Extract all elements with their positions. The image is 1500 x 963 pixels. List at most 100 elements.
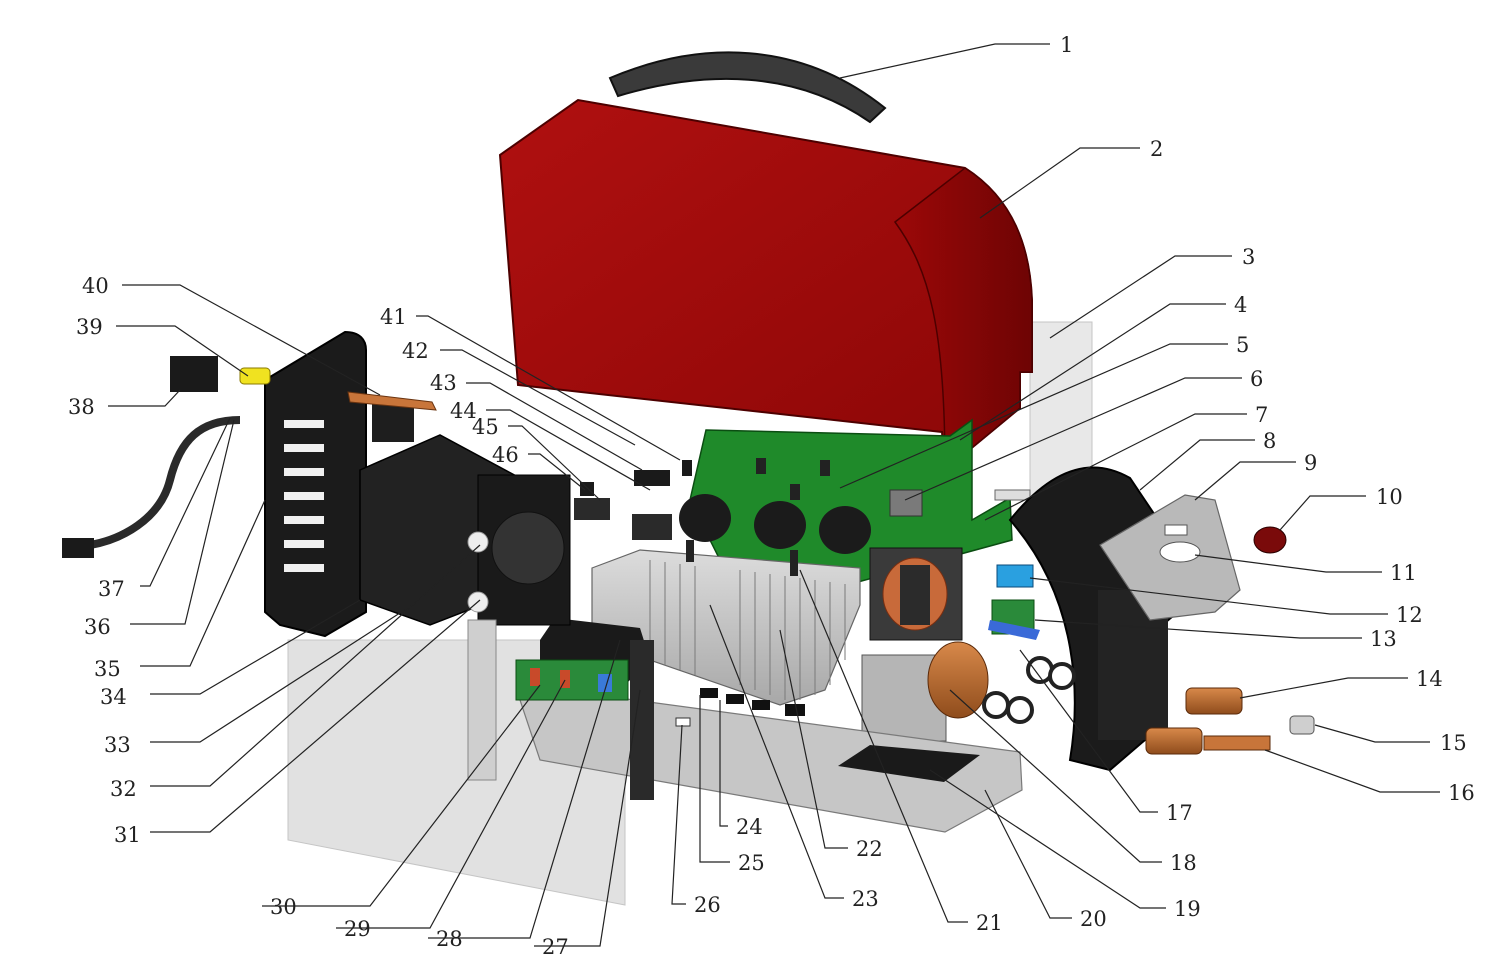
callout-label-32: 32 (110, 777, 137, 801)
capacitor (679, 494, 731, 542)
callout-label-8: 8 (1263, 429, 1276, 453)
callout-label-35: 35 (94, 657, 121, 681)
leader-line-21 (799, 569, 968, 923)
leader-line-45 (508, 425, 601, 501)
callout-label-38: 38 (68, 395, 95, 419)
leader-line-28 (428, 639, 621, 939)
callout-label-25: 25 (738, 851, 765, 875)
leader-line-30 (262, 684, 541, 907)
leader-line-24 (719, 700, 728, 827)
leader-line-19 (929, 769, 1166, 909)
leader-line-15 (1314, 724, 1430, 743)
callout-label-20: 20 (1080, 907, 1107, 931)
leader-line-31 (150, 599, 481, 833)
leader-line-18 (949, 689, 1162, 863)
leader-line-7 (984, 413, 1247, 521)
callout-label-18: 18 (1170, 851, 1197, 875)
callout-label-17: 17 (1166, 801, 1193, 825)
leader-line-35 (140, 499, 266, 667)
terminal-pin (1203, 735, 1271, 751)
mounting-post (686, 540, 694, 562)
capacitor (819, 506, 871, 554)
small-pad (726, 694, 744, 704)
capacitor (754, 501, 806, 549)
callout-label-44: 44 (450, 399, 477, 423)
pcb-connector (994, 489, 1031, 501)
leader-line-13 (1034, 619, 1362, 639)
callout-label-39: 39 (76, 315, 103, 339)
washer (1048, 662, 1076, 690)
callout-label-42: 42 (402, 339, 429, 363)
small-pad (785, 704, 805, 716)
leader-line-43 (466, 382, 643, 471)
small-part (634, 470, 670, 486)
callout-label-22: 22 (856, 837, 883, 861)
callout-label-4: 4 (1234, 293, 1247, 317)
leader-line-23 (709, 604, 844, 899)
leader-line-32 (150, 544, 481, 787)
callout-label-19: 19 (1174, 897, 1201, 921)
leader-line-37 (140, 417, 231, 587)
small-part (632, 514, 672, 540)
leader-line-22 (779, 629, 848, 849)
switch-wires (347, 391, 437, 411)
callout-label-46: 46 (492, 443, 519, 467)
leader-line-3 (1049, 255, 1232, 339)
callout-label-7: 7 (1255, 403, 1268, 427)
callout-label-43: 43 (430, 371, 457, 395)
callout-label-27: 27 (542, 935, 569, 959)
washer (982, 691, 1010, 719)
callout-label-40: 40 (82, 274, 109, 298)
callout-label-3: 3 (1242, 245, 1255, 269)
callout-label-1: 1 (1060, 33, 1073, 57)
leader-line-39 (116, 325, 249, 377)
callout-label-16: 16 (1448, 781, 1475, 805)
washer (1006, 696, 1034, 724)
small-pad (675, 717, 691, 727)
fuse-holder (239, 367, 271, 385)
small-part (682, 460, 692, 476)
leader-line-16 (1264, 749, 1440, 793)
leader-line-9 (1194, 461, 1296, 501)
control-module (996, 564, 1034, 588)
leader-line-41 (416, 315, 681, 461)
callout-label-29: 29 (344, 917, 371, 941)
callout-label-15: 15 (1440, 731, 1467, 755)
mounting-post (790, 550, 798, 576)
callout-label-34: 34 (100, 685, 127, 709)
leader-line-42 (440, 349, 636, 446)
output-terminal (1185, 687, 1243, 715)
leader-line-40 (122, 284, 381, 396)
transformer-core (900, 565, 930, 625)
callout-labels: 1234567891011121314151617181920212223242… (68, 33, 1475, 959)
callout-label-28: 28 (436, 927, 463, 951)
pcb-terminal (790, 484, 800, 500)
heatsink-fins (649, 560, 846, 700)
callout-label-14: 14 (1416, 667, 1443, 691)
callout-label-9: 9 (1304, 451, 1317, 475)
callout-label-2: 2 (1150, 137, 1163, 161)
coil-component (988, 620, 1040, 640)
leader-line-17 (1019, 649, 1158, 813)
output-terminal (1145, 727, 1203, 755)
gas-connector (1289, 715, 1315, 735)
small-pad (752, 700, 770, 710)
leader-line-2 (979, 147, 1140, 219)
leader-line-10 (1279, 495, 1366, 531)
leader-line-33 (150, 599, 421, 743)
power-socket (170, 356, 218, 392)
control-knob (1253, 526, 1287, 554)
fan-rotor (491, 511, 565, 585)
leader-line-14 (1239, 677, 1408, 699)
callout-label-12: 12 (1396, 603, 1423, 627)
callout-label-21: 21 (976, 911, 1003, 935)
callout-label-26: 26 (694, 893, 721, 917)
fan-bracket (467, 619, 497, 781)
bracket-hole (1159, 541, 1201, 563)
callout-label-6: 6 (1250, 367, 1263, 391)
carry-handle (608, 51, 887, 124)
callout-label-24: 24 (736, 815, 763, 839)
fan-mount-ball (467, 531, 489, 553)
leader-line-1 (839, 43, 1050, 79)
